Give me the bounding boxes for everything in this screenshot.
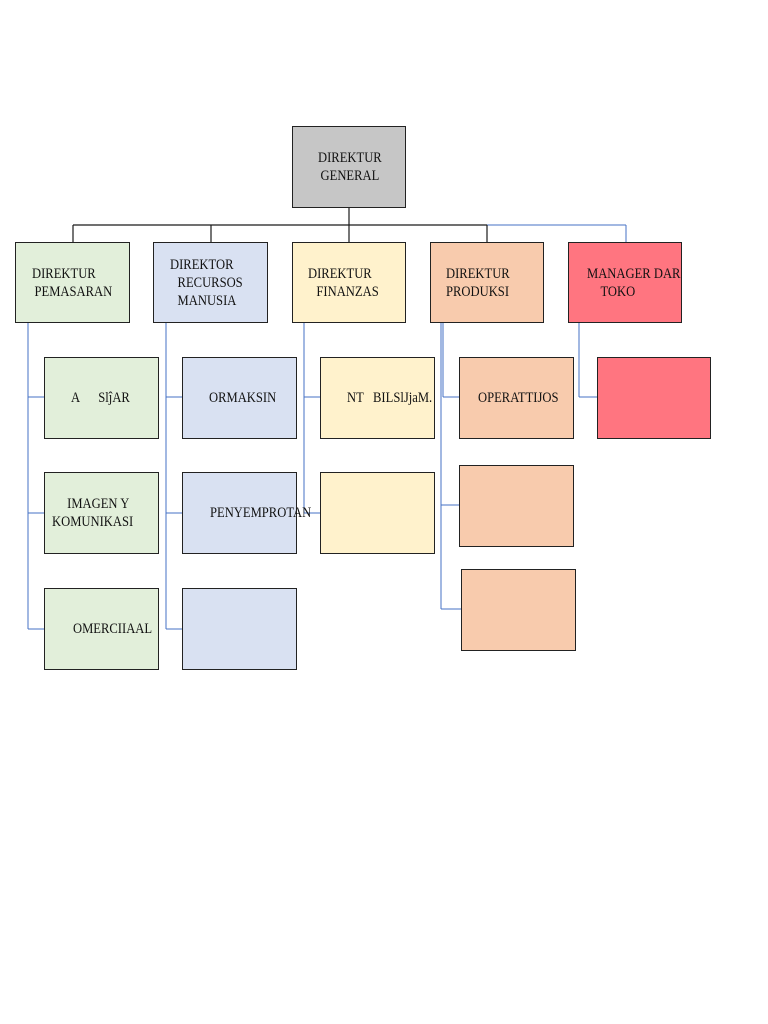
box-direktur-general-line1: DIREKTUR: [318, 150, 382, 166]
sub-pemasaran-1-label: A SlĵAR: [71, 390, 130, 406]
box-direktur-finanzas-line2: FINANZAS: [316, 283, 379, 300]
box-manager-dari-toko-line2: TOKO: [600, 283, 636, 300]
box-direktur-produksi-line2: PRODUKSI: [446, 283, 510, 300]
sub-pemasaran-3-label: OMERCIIAAL: [73, 621, 153, 637]
box-direktur-general-line2: GENERAL: [320, 168, 380, 184]
sub-finanzas-2[interactable]: [320, 472, 435, 554]
sub-recursos-3[interactable]: [182, 588, 297, 670]
sub-produksi-1[interactable]: OPERATTIJOS: [459, 357, 574, 439]
box-direktur-pemasaran-line2: PEMASARAN: [34, 283, 113, 300]
box-direktur-produksi[interactable]: DIREKTUR PRODUKSI: [430, 242, 544, 323]
sub-pemasaran-2-line1: IMAGEN Y: [67, 496, 130, 512]
box-direktur-finanzas-line1: DIREKTUR: [308, 265, 372, 282]
box-direktor-recursos[interactable]: DIREKTOR RECURSOS MANUSIA: [153, 242, 268, 323]
sub-produksi-3[interactable]: [461, 569, 576, 651]
sub-finanzas-1[interactable]: NT BILSlJjaM.: [320, 357, 435, 439]
sub-pemasaran-2-line2: KOMUNIKASI: [52, 514, 134, 530]
box-manager-dari-toko-line1: MANAGER DARI: [587, 265, 682, 282]
sub-recursos-1-label: ORMAKSIN: [209, 390, 277, 406]
sub-pemasaran-2[interactable]: IMAGEN Y KOMUNIKASI: [44, 472, 159, 554]
sub-recursos-2[interactable]: PENYEMPROTAN: [182, 472, 312, 554]
box-direktur-produksi-line1: DIREKTUR: [446, 265, 510, 282]
box-direktor-recursos-line2: RECURSOS: [177, 274, 243, 291]
sub-recursos-1[interactable]: ORMAKSIN: [182, 357, 297, 439]
sub-pemasaran-3[interactable]: OMERCIIAAL: [44, 588, 159, 670]
sub-recursos-2-label: PENYEMPROTAN: [210, 505, 312, 521]
box-direktur-finanzas[interactable]: DIREKTUR FINANZAS: [292, 242, 406, 323]
sub-toko-1[interactable]: [597, 357, 711, 439]
sub-produksi-1-label: OPERATTIJOS: [478, 390, 559, 406]
box-direktor-recursos-line1: DIREKTOR: [170, 256, 234, 273]
box-direktur-general[interactable]: DIREKTUR GENERAL: [292, 126, 406, 208]
box-direktur-pemasaran[interactable]: DIREKTUR PEMASARAN: [15, 242, 130, 323]
sub-produksi-2[interactable]: [459, 465, 574, 547]
sub-finanzas-1-label: NT BILSlJjaM.: [347, 390, 433, 406]
box-direktur-pemasaran-line1: DIREKTUR: [32, 265, 96, 282]
box-manager-dari-toko[interactable]: MANAGER DARI TOKO: [568, 242, 682, 323]
sub-pemasaran-1[interactable]: A SlĵAR: [44, 357, 159, 439]
box-direktor-recursos-line3: MANUSIA: [177, 292, 237, 309]
